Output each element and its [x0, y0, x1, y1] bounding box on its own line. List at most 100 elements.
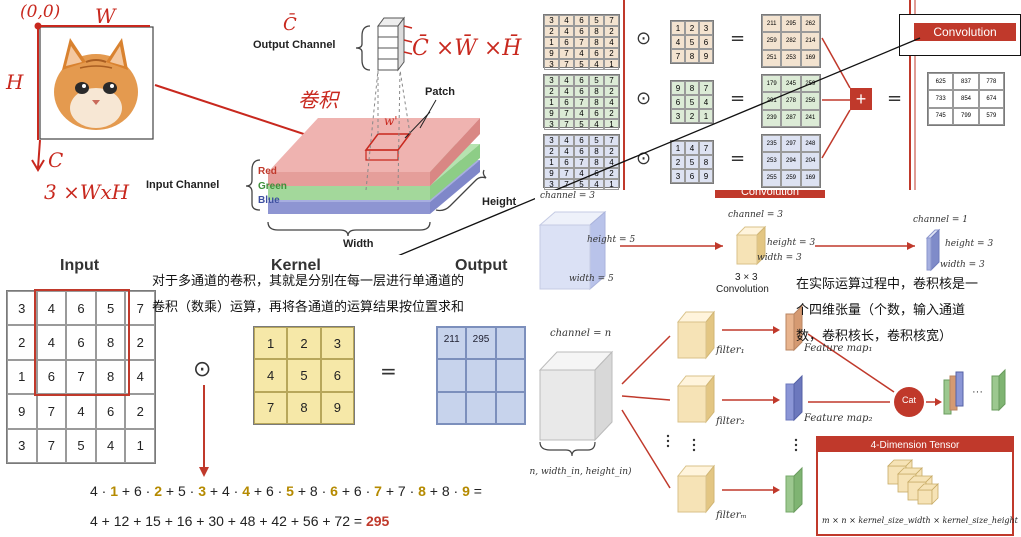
- output-cell: 179: [762, 75, 782, 93]
- final-cell: 854: [953, 90, 979, 108]
- equals-operator: =: [730, 88, 746, 109]
- channel-n-label: channel = n: [550, 328, 612, 339]
- input-cell: 6: [66, 325, 96, 360]
- matrix-cell: 4: [589, 179, 604, 190]
- channel-3-label: channel = 3: [540, 191, 595, 201]
- feature-map-1-label: Feature map₁: [804, 343, 873, 354]
- input-cell: 4: [95, 428, 126, 463]
- matrix-cell: 7: [559, 179, 574, 190]
- filter-cube-1: [676, 310, 716, 360]
- kernel-cell: 3: [320, 327, 354, 360]
- kernel-term: 1: [110, 483, 119, 499]
- kernel-cell: 1: [671, 21, 685, 35]
- output-channel-column: [377, 16, 405, 72]
- output-cell: 235: [762, 135, 782, 153]
- filter-cube-2: [676, 374, 716, 424]
- equation-term: + 6 ·: [118, 483, 155, 499]
- final-cell: 674: [978, 90, 1004, 108]
- equation-term: 4 ·: [90, 483, 111, 499]
- equals-operator: =: [887, 88, 903, 109]
- matrix-cell: 3: [544, 135, 559, 146]
- matrix-cell: 6: [574, 15, 589, 26]
- matrix-cell: 9: [544, 48, 559, 59]
- output-cell: 278: [781, 92, 801, 110]
- matrix-cell: 4: [604, 37, 619, 48]
- matrix-cell: 2: [604, 26, 619, 37]
- output-cell: 253: [762, 152, 782, 170]
- matrix-cell: 4: [589, 119, 604, 130]
- equation-term: + 8 ·: [425, 483, 463, 499]
- width-5-label: width = 5: [569, 274, 614, 284]
- tensor-title: 4-Dimension Tensor: [818, 438, 1012, 452]
- matrix-cell: 2: [604, 168, 619, 179]
- kernel-cell: 3: [671, 169, 685, 183]
- kernel-cell: 7: [671, 49, 685, 63]
- input-cell: 6: [36, 359, 67, 395]
- matrix-cell: 2: [544, 26, 559, 37]
- matrix-cell: 7: [574, 37, 589, 48]
- matrix-cell: 8: [589, 157, 604, 168]
- matrix-cell: 3: [544, 179, 559, 190]
- matrix-cell: 6: [559, 37, 574, 48]
- matrix-cell: 6: [559, 157, 574, 168]
- matrix-cell: 7: [604, 15, 619, 26]
- matrix-cell: 4: [574, 48, 589, 59]
- output-cell-empty: [495, 391, 525, 424]
- kernel-cell: 8: [685, 49, 699, 63]
- matrix-cell: 3: [544, 15, 559, 26]
- kernel-height-label: height = 3: [767, 238, 816, 248]
- input-cell: 9: [7, 394, 37, 429]
- input-cell: 7: [36, 428, 67, 463]
- kernel-cell: 8: [685, 81, 699, 95]
- note-tensor-line-3: 数，卷积核长，卷积核宽）: [796, 328, 953, 343]
- matrix-cell: 2: [604, 108, 619, 119]
- note-tensor-line-2: 个四维张量（个数，输入通道: [796, 302, 966, 317]
- output-cell-empty: [495, 327, 525, 360]
- kernel-cell: 9: [671, 81, 685, 95]
- final-cell: 733: [928, 90, 954, 108]
- equation-line-2: 4 + 12 + 15 + 16 + 30 + 48 + 42 + 56 + 7…: [90, 513, 389, 529]
- kernel-cell: 7: [699, 81, 713, 95]
- plus-box: +: [850, 88, 872, 110]
- equation-term: =: [469, 483, 482, 499]
- matrix-cell: 1: [544, 97, 559, 108]
- equation-term: + 4 ·: [206, 483, 243, 499]
- matrix-cell: 7: [604, 75, 619, 86]
- output-cell-empty: [437, 391, 467, 424]
- matrix-cell: 2: [544, 86, 559, 97]
- input-cell: 2: [125, 325, 155, 360]
- output-cell: 204: [800, 152, 820, 170]
- output-cell: 169: [800, 49, 820, 67]
- conv-3x3-label: 3 × 3: [735, 272, 758, 283]
- kernel-cell: 1: [699, 109, 713, 123]
- input-cell: 3: [7, 428, 37, 463]
- input-cell: 8: [95, 325, 126, 360]
- final-cell: 625: [928, 73, 954, 91]
- kernel-cell: 6: [699, 35, 713, 49]
- output-cell: 251: [762, 49, 782, 67]
- kernel-cell: 1: [671, 141, 685, 155]
- matrix-cell: 6: [589, 48, 604, 59]
- output-channel-label: Output Channel: [253, 39, 336, 51]
- kernel-cell: 2: [671, 155, 685, 169]
- equals-operator: =: [380, 359, 397, 383]
- matrix-cell: 7: [559, 168, 574, 179]
- note-multichannel-line-2: 卷积（数乘）运算，再将各通道的运算结果按位置求和: [152, 299, 465, 314]
- kernel-channel-label: channel = 3: [728, 210, 783, 220]
- output-cell: 211: [762, 15, 782, 33]
- output-cell: 259: [800, 75, 820, 93]
- final-cell: 579: [978, 107, 1004, 125]
- cat-label: Cat: [901, 395, 916, 405]
- kernel-cell: 1: [254, 327, 288, 360]
- matrix-cell: 2: [544, 146, 559, 157]
- output-cell: 297: [781, 135, 801, 153]
- c-label: C: [48, 148, 64, 172]
- output-cell: 214: [800, 32, 820, 50]
- kernel-term: 7: [374, 483, 382, 499]
- output-cell: 256: [800, 92, 820, 110]
